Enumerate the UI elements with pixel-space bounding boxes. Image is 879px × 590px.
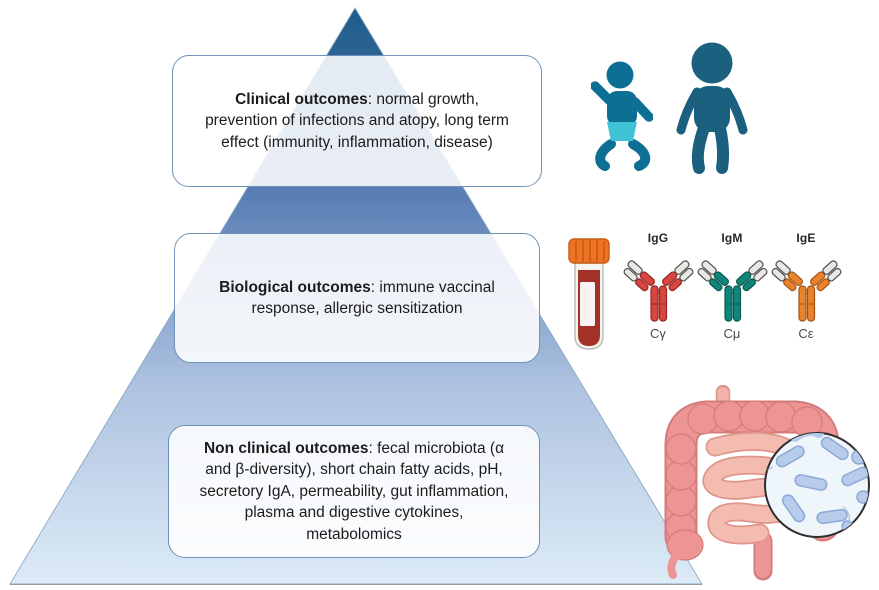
outcome-title-biological: Biological outcomes (219, 278, 371, 296)
tube-cap (568, 238, 610, 264)
outcome-box-nonclinical: Non clinical outcomes: fecal microbiota … (168, 425, 540, 558)
outcome-body-biological: : immune vaccinal response, allergic sen… (251, 278, 495, 318)
outcome-body-clinical: : normal growth, prevention of infection… (205, 90, 509, 151)
tube-label (580, 282, 595, 326)
antibody-chain-label: Cμ (723, 326, 741, 341)
intestine-icon (664, 385, 870, 581)
outcome-box-biological: Biological outcomes: immune vaccinal res… (174, 233, 540, 363)
blood-tube-icon (568, 238, 610, 350)
outcome-title-clinical: Clinical outcomes (235, 90, 368, 108)
antibody-isotype-label: IgM (721, 231, 743, 245)
antibody-igm: IgM Cμ (694, 231, 770, 341)
outcome-text-biological: Biological outcomes: immune vaccinal res… (201, 277, 513, 320)
outcome-box-clinical: Clinical outcomes: normal growth, preven… (172, 55, 542, 187)
antibody-isotype-label: IgG (647, 231, 669, 245)
antibody-chain-label: Cε (798, 326, 814, 341)
outcome-text-nonclinical: Non clinical outcomes: fecal microbiota … (195, 438, 513, 546)
antibody-icon (768, 259, 844, 322)
baby-diaper (607, 122, 637, 141)
outcome-body-nonclinical: : fecal microbiota (α and β-diversity), … (199, 439, 509, 543)
antibody-icon (620, 259, 696, 322)
antibody-igg: IgG Cγ (620, 231, 696, 341)
antibody-icon (694, 259, 770, 322)
antibody-ige: IgE Cε (768, 231, 844, 341)
adult-icon (676, 42, 748, 174)
outcome-title-nonclinical: Non clinical outcomes (203, 439, 369, 457)
antibody-isotype-label: IgE (796, 231, 816, 245)
antibody-chain-label: Cγ (650, 326, 666, 341)
outcome-text-clinical: Clinical outcomes: normal growth, preven… (199, 89, 515, 154)
baby-icon (591, 61, 653, 171)
